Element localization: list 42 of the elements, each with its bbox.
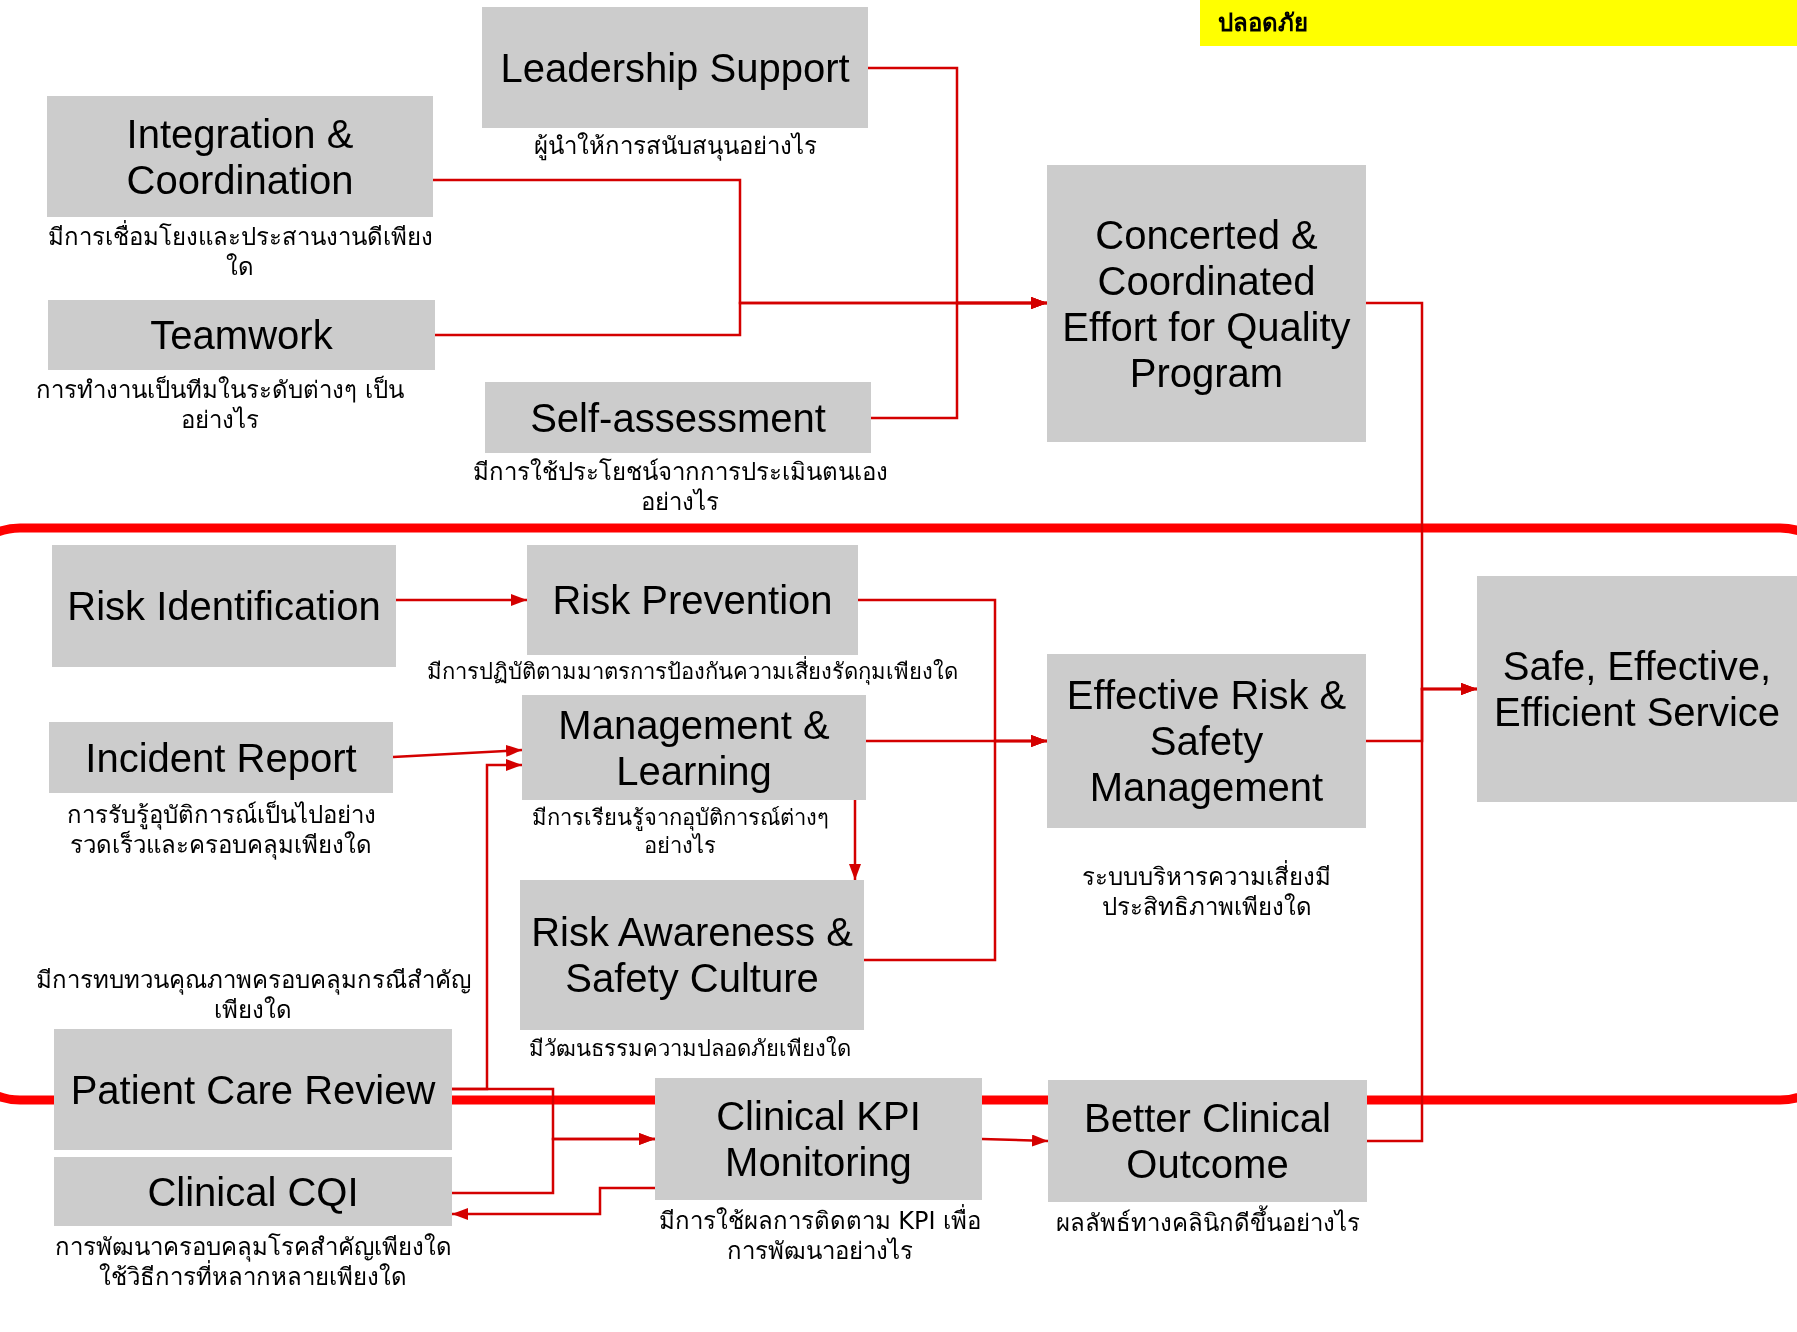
caption-text: การพัฒนาครอบคลุมโรคสำคัญเพียงใด ใช้วิธีการที่หลากหลายเพียงใด <box>54 1232 452 1292</box>
box-label: Concerted & Coordinated Effort for Quality Program <box>1061 211 1352 396</box>
box-label: Management & Learning <box>557 701 831 794</box>
box-label: Risk Awareness & Safety Culture <box>530 909 854 1001</box>
box-label: Clinical CQI <box>147 1168 359 1215</box>
process-box <box>52 545 396 667</box>
connector-arrow <box>1367 683 1477 1143</box>
caption-text: การทำงานเป็นทีมในระดับต่างๆ เป็นอย่างไร <box>35 375 405 435</box>
connector-arrow <box>849 800 861 880</box>
box-label: Integration & Coordination <box>125 110 355 203</box>
box-label: Safe, Effective, Efficient Service <box>1492 643 1782 735</box>
caption-text: มีการทบทวนคุณภาพครอบคลุมกรณีสำคัญเพียงใด <box>34 965 472 1025</box>
caption-text: มีการเชื่อมโยงและประสานงานดีเพียงใด <box>37 222 443 282</box>
box-label: Clinical KPI Monitoring <box>715 1093 922 1185</box>
caption-text: มีการเรียนรู้จากอุบัติการณ์ต่างๆ อย่างไร <box>530 804 830 860</box>
caption-text: มีการปฏิบัติตามมาตรการป้องกันความเสี่ยงรัดกุมเพียงใด <box>392 658 992 686</box>
process-box <box>1477 576 1797 802</box>
box-label: Leadership Support <box>500 44 850 91</box>
caption-text: มีการใช้ประโยชน์จากการประเมินตนเองอย่างไร <box>471 457 889 517</box>
connector-arrow <box>871 297 1047 420</box>
box-label: Teamwork <box>150 312 333 358</box>
box-label: Risk Identification <box>67 583 381 629</box>
connector-arrow <box>452 1186 655 1220</box>
caption-text: มีการใช้ผลการติดตาม KPI เพื่อการพัฒนาอย่างไร <box>640 1206 1000 1266</box>
banner-box <box>1200 0 1797 46</box>
caption-text: ระบบบริหารความเสี่ยงมีประสิทธิภาพเพียงใด <box>1047 862 1366 922</box>
caption-text: ผู้นำให้การสนับสนุนอย่างไร <box>532 131 818 161</box>
box-label: Risk Prevention <box>552 577 833 623</box>
box-label: Self-assessment <box>530 394 826 441</box>
caption-text: มีวัฒนธรรมความปลอดภัยเพียงใด <box>528 1035 852 1063</box>
connector-arrow <box>864 735 1047 962</box>
box-label: Patient Care Review <box>70 1066 436 1113</box>
connector-arrow <box>981 1134 1049 1147</box>
connector-arrow <box>452 1133 655 1195</box>
box-label: Better Clinical Outcome <box>1083 1095 1332 1187</box>
connector-arrow <box>392 744 523 759</box>
banner-text: ปลอดภัย <box>1218 8 1308 38</box>
caption-text: การรับรู้อุบัติการณ์เป็นไปอย่างรวดเร็วและครอบคลุมเพียงใด <box>65 800 377 860</box>
connector-arrow <box>396 594 527 606</box>
process-box <box>1047 165 1366 442</box>
box-label: Effective Risk & Safety Management <box>1065 672 1348 810</box>
box-label: Incident Report <box>85 734 357 781</box>
